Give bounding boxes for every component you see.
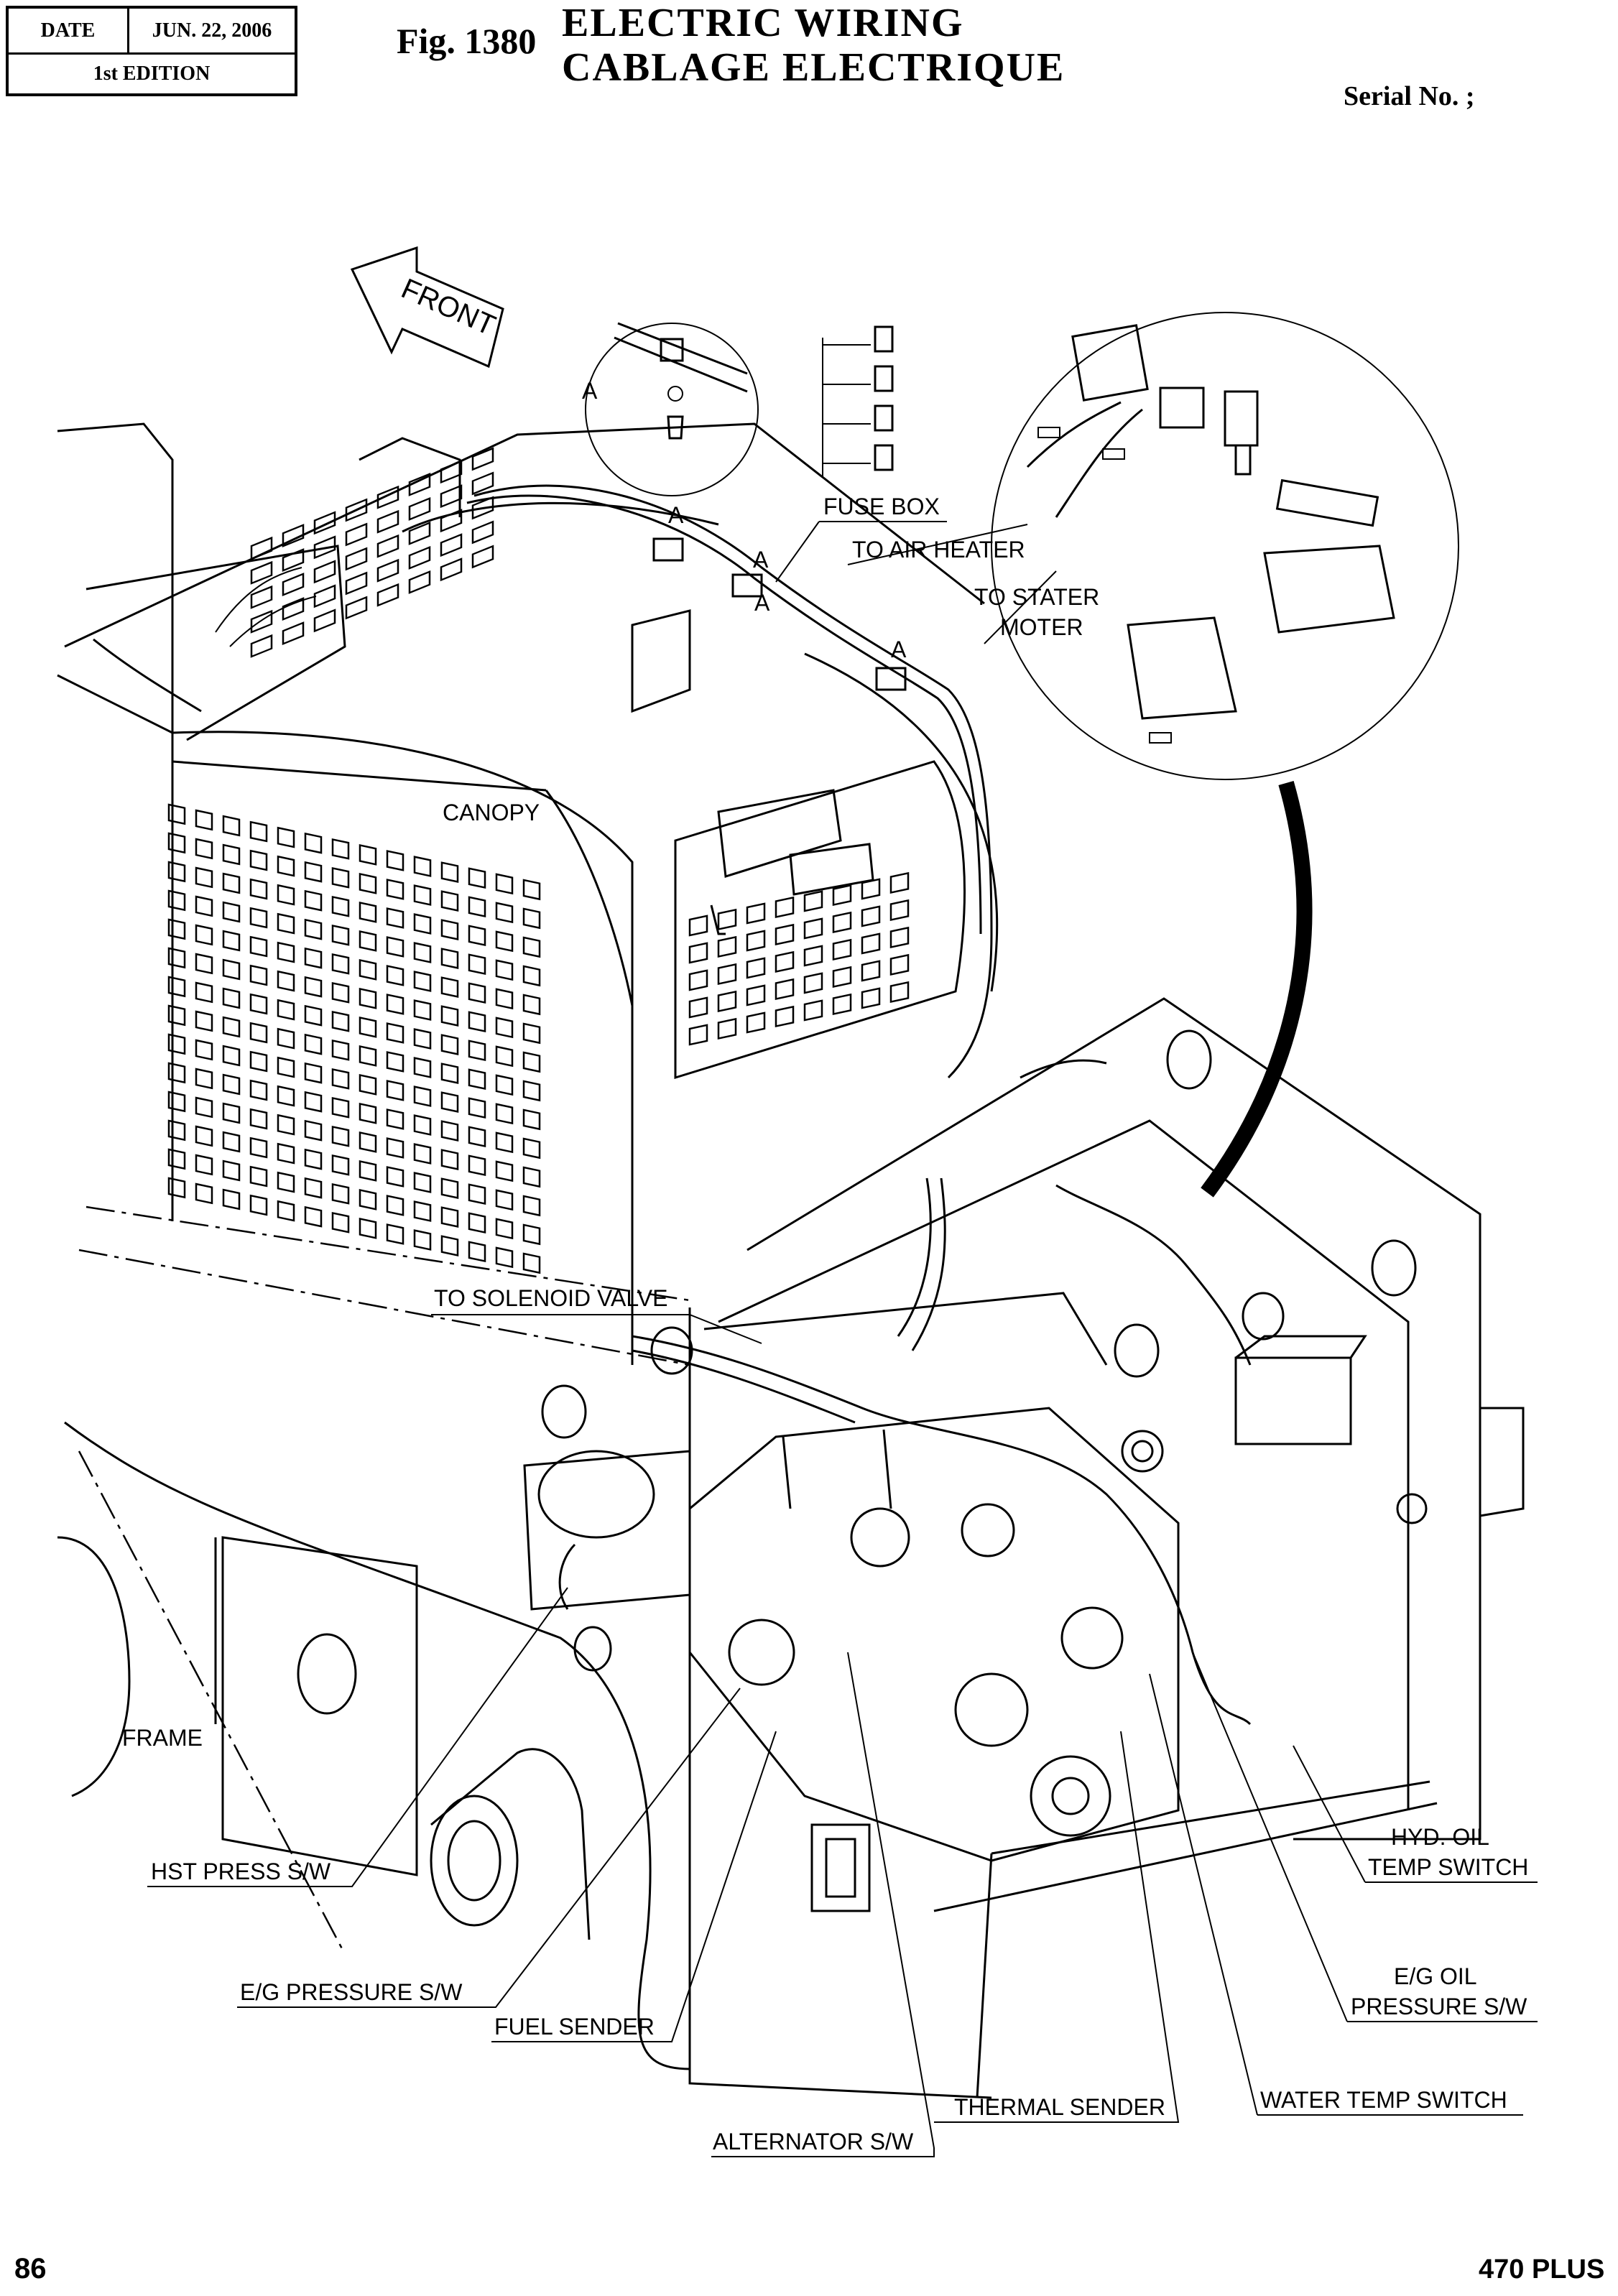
- label-to-air-heater: TO AIR HEATER: [852, 537, 1025, 563]
- header-box: DATE JUN. 22, 2006 1st EDITION: [6, 6, 297, 96]
- detail-mark-a-1: A: [582, 378, 598, 404]
- label-frame: FRAME: [122, 1725, 203, 1751]
- fuse-set: [822, 325, 894, 478]
- label-to-stater: TO STATER: [974, 584, 1099, 610]
- front-arrow: FRONT: [350, 246, 504, 369]
- detail-mark-a-2: A: [668, 502, 684, 528]
- label-stater-moter: MOTER: [1000, 614, 1083, 640]
- title-french: CABLAGE ELECTRIQUE: [562, 45, 1065, 90]
- label-hyd-oil: HYD. OIL: [1391, 1824, 1489, 1850]
- label-thermal-sender: THERMAL SENDER: [954, 2094, 1165, 2120]
- machine-frame: [78, 997, 1525, 2099]
- engine-assembly: [523, 1292, 1367, 1912]
- label-to-solenoid-valve: TO SOLENOID VALVE: [434, 1285, 667, 1311]
- detail-circle-clamp: A: [582, 322, 759, 496]
- figure-number: Fig. 1380: [397, 21, 537, 61]
- canopy-structure: [57, 422, 999, 1365]
- label-eg-oil-pressure: PRESSURE S/W: [1351, 1994, 1527, 2019]
- canopy-mesh-rear: [688, 871, 910, 1046]
- canopy-mesh-roof: [250, 447, 494, 658]
- frame-side-panel: [57, 1421, 690, 2070]
- label-water-temp: WATER TEMP SWITCH: [1260, 2087, 1507, 2113]
- model-name: 470 PLUS: [1479, 2254, 1605, 2285]
- title-english: ELECTRIC WIRING: [562, 1, 964, 45]
- detail-circle-fusebox: [991, 312, 1459, 780]
- canopy-harness: A A A A: [215, 484, 993, 1079]
- detail-mark-a-4: A: [754, 590, 770, 616]
- leader-lines: [147, 521, 1538, 2157]
- canopy-mesh-left: [167, 803, 541, 1274]
- label-eg-pressure: E/G PRESSURE S/W: [240, 1979, 463, 2005]
- label-eg-oil: E/G OIL: [1394, 1963, 1477, 1989]
- engine-harness: [558, 1177, 1252, 1726]
- date-label: DATE: [9, 9, 129, 55]
- page-number: 86: [14, 2253, 47, 2285]
- label-alternator: ALTERNATOR S/W: [713, 2129, 914, 2154]
- date-value: JUN. 22, 2006: [129, 9, 295, 55]
- detail-leader: [1201, 780, 1313, 1198]
- serial-number: Serial No. ;: [1344, 81, 1475, 111]
- label-hst-press: HST PRESS S/W: [151, 1858, 331, 1884]
- edition-label: 1st EDITION: [93, 63, 211, 85]
- detail-mark-a-3: A: [753, 547, 769, 573]
- label-fuel-sender: FUEL SENDER: [494, 2014, 655, 2040]
- front-arrow-label: FRONT: [397, 273, 500, 342]
- label-canopy: CANOPY: [443, 800, 540, 825]
- label-fuse-box: FUSE BOX: [823, 494, 940, 519]
- label-hyd-temp-switch: TEMP SWITCH: [1368, 1854, 1528, 1880]
- detail-mark-a-5: A: [891, 637, 907, 662]
